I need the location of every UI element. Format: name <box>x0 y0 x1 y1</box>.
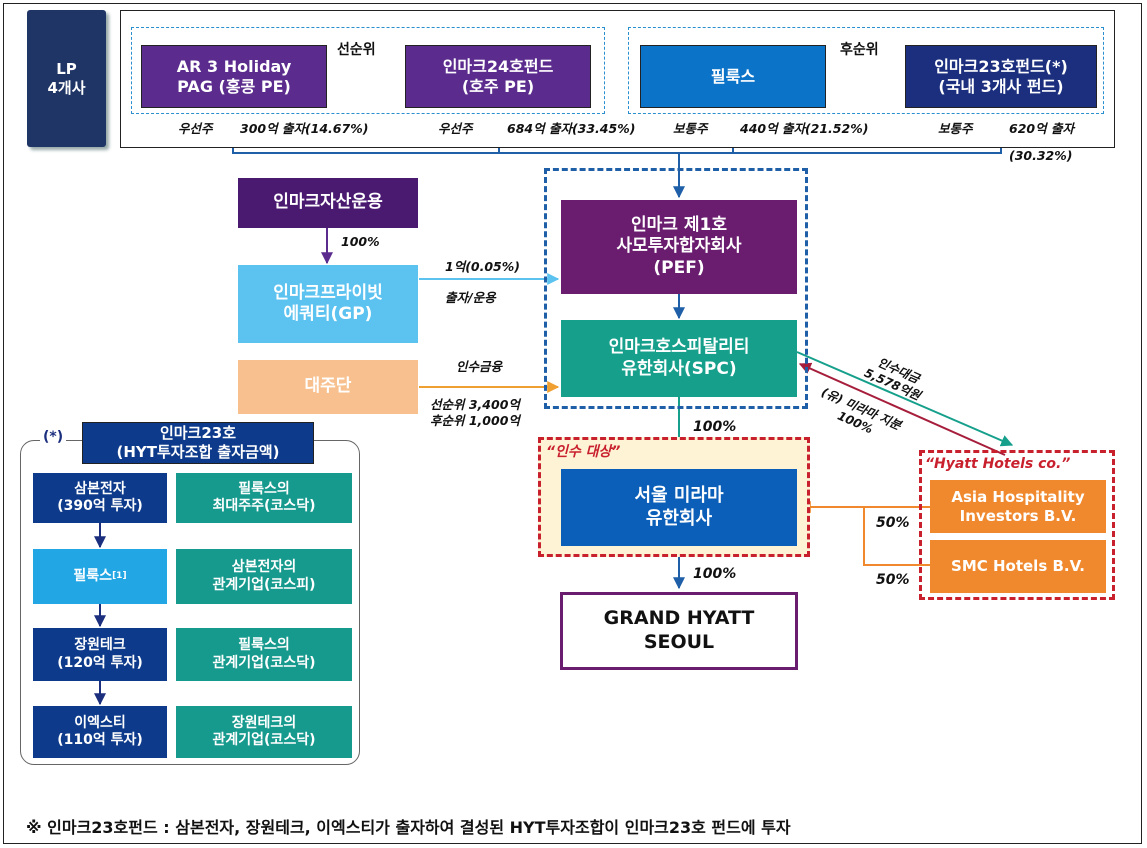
lender-junior-amount: 후순위 1,000억 <box>430 413 520 428</box>
hyt-jangwon: 장원테크 (120억 투자) <box>33 628 167 681</box>
hyt-samborn: 삼본전자 (390억 투자) <box>33 473 167 523</box>
inmark-hospitality-spc: 인마크호스피탈리티 유한회사(SPC) <box>561 320 797 397</box>
gp-investment: 1억(0.05%) <box>445 259 520 274</box>
hyt-filux: 필룩스[1] <box>33 549 167 604</box>
lender-senior-amount: 선순위 3,400억 <box>430 397 520 412</box>
hyt-ext: 이엑스티 (110억 투자) <box>33 706 167 758</box>
junior-fund2-amount: 620억 출자 <box>1009 121 1074 136</box>
lp-label-box: LP 4개사 <box>27 10 106 147</box>
junior-fund2-type: 보통주 <box>938 121 973 136</box>
hyatt-sub2-pct: 50% <box>876 572 910 588</box>
senior-header: 선순위 <box>337 42 376 58</box>
hyatt-hotels-group <box>919 450 1115 600</box>
senior-fund1-amount: 300억 출자(14.67%) <box>240 121 369 136</box>
hyatt-sub1-pct: 50% <box>876 515 910 531</box>
hyt-jangwon-desc: 필룩스의 관계기업(코스닥) <box>176 628 352 681</box>
hyt-filux-name: 필룩스 <box>73 567 113 584</box>
hyt-asterisk: (*) <box>40 429 67 445</box>
target-ownership-pct: 100% <box>693 566 737 582</box>
senior-group <box>131 27 605 114</box>
junior-fund1-type: 보통주 <box>673 121 708 136</box>
senior-fund1-type: 우선주 <box>178 121 213 136</box>
diagram-frame <box>3 3 1142 844</box>
hyt-filux-footnote-ref: [1] <box>112 570 127 581</box>
hyt-ext-desc: 장원테크의 관계기업(코스닥) <box>176 706 352 758</box>
junior-header: 후순위 <box>840 42 879 58</box>
senior-fund-inmark24: 인마크24호펀드 (호주 PE) <box>405 45 591 108</box>
junior-group <box>628 27 1104 114</box>
grand-hyatt-seoul: GRAND HYATT SEOUL <box>560 592 798 670</box>
spc-ownership-pct: 100% <box>693 419 737 435</box>
pef-spc-group <box>544 168 808 409</box>
acquisition-target-label: “인수 대상” <box>546 444 621 460</box>
hyt-samborn-desc: 필룩스의 최대주주(코스닥) <box>176 473 352 523</box>
hyatt-hotels-label: “Hyatt Hotels co.” <box>925 456 1071 472</box>
junior-fund1-amount: 440억 출자(21.52%) <box>740 121 869 136</box>
lender-syndicate: 대주단 <box>238 360 418 414</box>
seoul-mirama: 서울 미라마 유한회사 <box>561 469 797 546</box>
inmark-pef: 인마크 제1호 사모투자합자회사 (PEF) <box>561 200 797 294</box>
senior-fund-ar3-pag: AR 3 Holiday PAG (홍콩 PE) <box>141 45 327 108</box>
junior-fund-filux: 필룩스 <box>640 45 826 108</box>
am-ownership-pct: 100% <box>341 234 380 249</box>
junior-fund-inmark23: 인마크23호펀드(*) (국내 3개사 펀드) <box>905 45 1097 108</box>
gp-role: 출자/운용 <box>445 290 496 305</box>
senior-fund2-type: 우선주 <box>438 121 473 136</box>
junior-fund2-amount-pct: (30.32%) <box>1009 148 1073 163</box>
senior-fund2-amount: 684억 출자(33.45%) <box>507 121 636 136</box>
footnote: ※ 인마크23호펀드 : 삼본전자, 장원테크, 이엑스티가 출자하여 결성된 … <box>26 818 791 837</box>
hyt-filux-desc: 삼본전자의 관계기업(코스피) <box>176 549 352 604</box>
asia-hospitality-investors: Asia Hospitality Investors B.V. <box>930 480 1106 533</box>
inmark-asset-management: 인마크자산운용 <box>238 178 418 228</box>
lender-financing-label: 인수금융 <box>456 359 503 374</box>
inmark-private-equity-gp: 인마크프라이빗 에쿼티(GP) <box>238 265 418 343</box>
hyt-title: 인마크23호 (HYT투자조합 출자금액) <box>82 422 314 464</box>
smc-hotels: SMC Hotels B.V. <box>930 540 1106 593</box>
